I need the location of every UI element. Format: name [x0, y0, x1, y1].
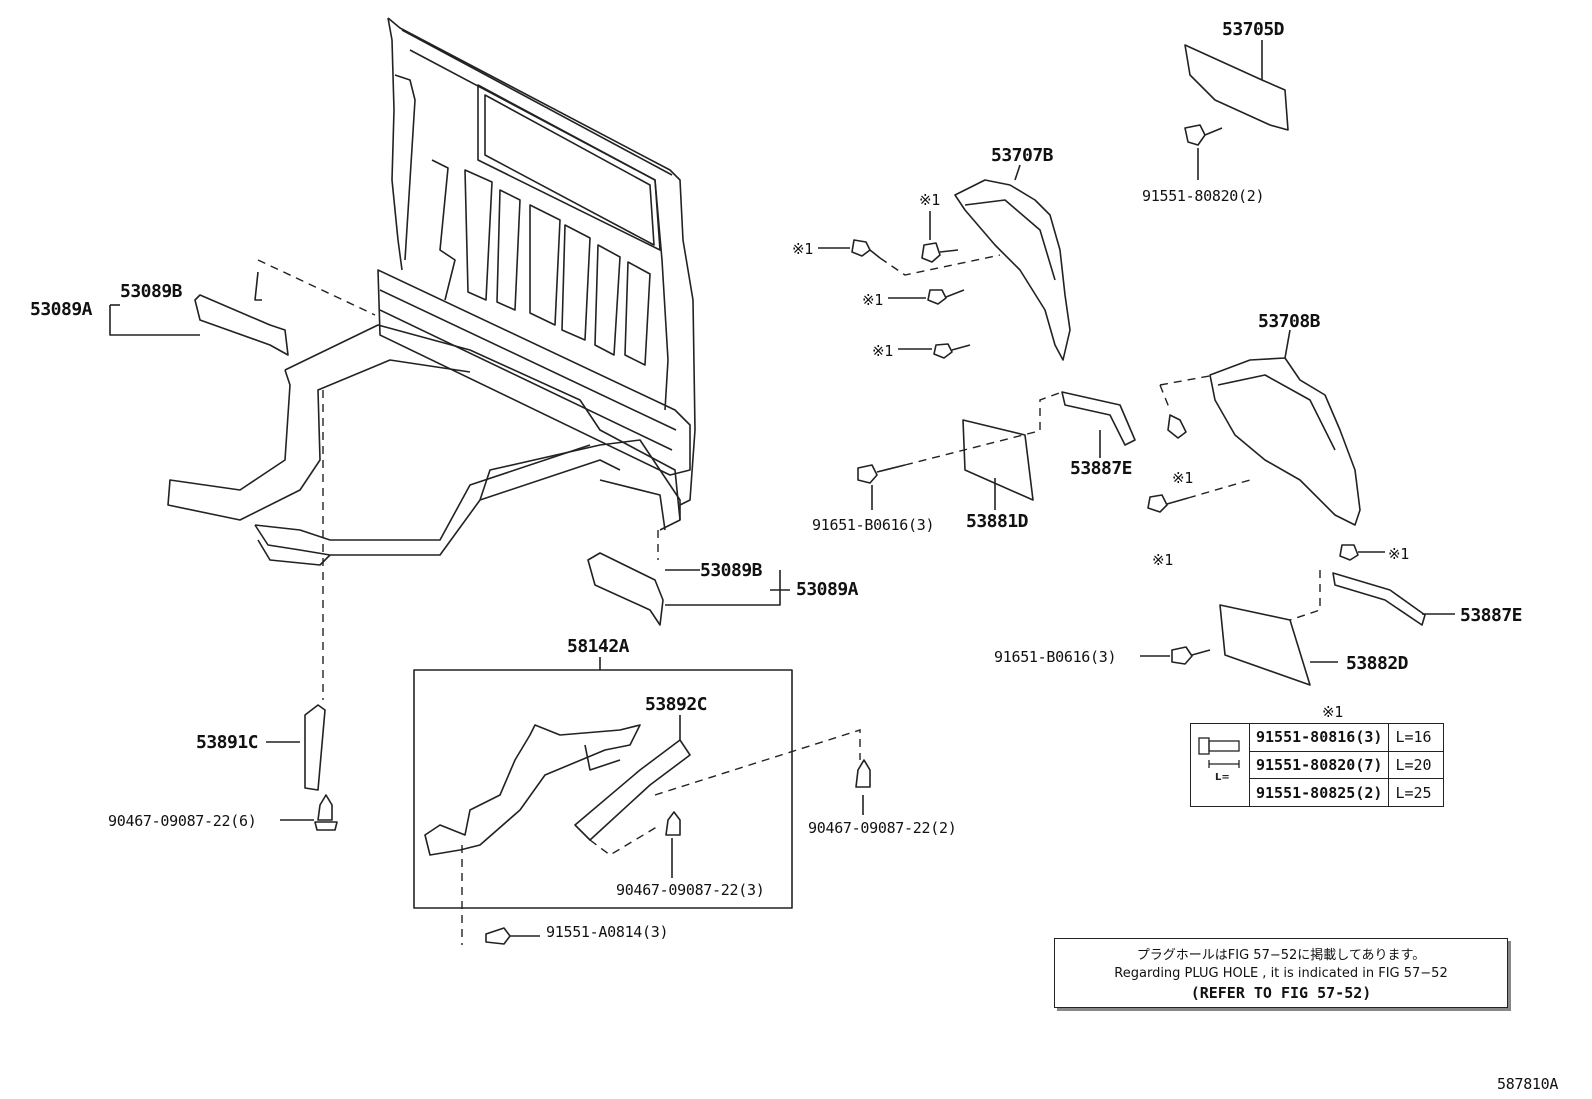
- svg-text:L=: L=: [1215, 772, 1230, 783]
- strip-53891C: [304, 704, 326, 791]
- table-row: L= 91551-80816(3) L=16: [1190, 723, 1445, 807]
- note-line-ref: (REFER TO FIG 57-52): [1190, 984, 1372, 1002]
- table-header-mark: ※1: [1322, 703, 1343, 721]
- label-53882D: 53882D: [1346, 653, 1409, 674]
- plug-hole-note: プラグホールはFIG 57−52に掲載してあります。 Regarding PLU…: [1054, 938, 1508, 1008]
- bracket-53089-left: [194, 294, 289, 356]
- mark-1-g: ※1: [1388, 545, 1409, 563]
- mark-1-d: ※1: [872, 342, 893, 360]
- label-91551-80820-2: 91551-80820(2): [1142, 187, 1265, 205]
- mark-1-a: ※1: [919, 191, 940, 209]
- panel-53707B: [954, 179, 1071, 361]
- figure-id: 587810A: [1497, 1075, 1559, 1093]
- bracket-53089-right: [587, 552, 664, 626]
- label-91551-A0814-3: 91551-A0814(3): [546, 923, 669, 941]
- label-90467-6: 90467-09087-22(6): [108, 812, 257, 830]
- label-91651-B0616-3-a: 91651-B0616(3): [812, 516, 935, 534]
- panel-53708B: [1209, 357, 1361, 526]
- label-53708B: 53708B: [1258, 311, 1321, 332]
- note-line-jp: プラグホールはFIG 57−52に掲載してあります。: [1136, 948, 1426, 963]
- back-panel-drawing: [167, 17, 696, 566]
- table-cell-length: L=25: [1388, 778, 1445, 807]
- label-90467-2: 90467-09087-22(2): [808, 819, 957, 837]
- label-53881D: 53881D: [966, 511, 1029, 532]
- note-line-en: Regarding PLUG HOLE , it is indicated in…: [1114, 966, 1448, 981]
- mark-1-c: ※1: [862, 291, 883, 309]
- mark-1-f: ※1: [1152, 551, 1173, 569]
- label-53892C: 53892C: [645, 694, 708, 715]
- bracket-53705D: [1184, 44, 1289, 131]
- mark-1-b: ※1: [792, 240, 813, 258]
- plate-53881D: [962, 419, 1034, 501]
- table-cell-part: 91551-80825(2): [1248, 778, 1390, 807]
- table-cell-part: 91551-80820(7): [1248, 750, 1390, 780]
- strip-53887E-b: [1332, 572, 1426, 626]
- table-row: 91551-80825(2) L=25: [1191, 778, 1445, 807]
- plate-53882D: [1219, 604, 1311, 686]
- table-cell-length: L=20: [1388, 750, 1445, 780]
- table-cell-part: 91551-80816(3): [1248, 723, 1390, 752]
- label-90467-3: 90467-09087-22(3): [616, 881, 765, 899]
- table-row: 91551-80820(7) L=20: [1191, 750, 1445, 780]
- label-53089B-right: 53089B: [700, 560, 763, 581]
- label-53887E-b: 53887E: [1460, 605, 1523, 626]
- label-53887E-a: 53887E: [1070, 458, 1133, 479]
- bolt-length-table: L= 91551-80816(3) L=16 91551-80820(7) L=…: [1190, 723, 1445, 807]
- label-91651-B0616-3-b: 91651-B0616(3): [994, 648, 1117, 666]
- label-53089B-left: 53089B: [120, 281, 183, 302]
- label-58142A: 58142A: [567, 636, 630, 657]
- label-53707B: 53707B: [991, 145, 1054, 166]
- assembly-box-58142A: [413, 669, 793, 909]
- label-53089A-left: 53089A: [30, 299, 93, 320]
- table-cell-length: L=16: [1388, 723, 1445, 752]
- strip-53887E-a: [1061, 391, 1136, 446]
- label-53089A-right: 53089A: [796, 579, 859, 600]
- label-53705D: 53705D: [1222, 19, 1285, 40]
- label-53891C: 53891C: [196, 732, 259, 753]
- mark-1-e: ※1: [1172, 469, 1193, 487]
- bolt-icon: L=: [1190, 723, 1250, 807]
